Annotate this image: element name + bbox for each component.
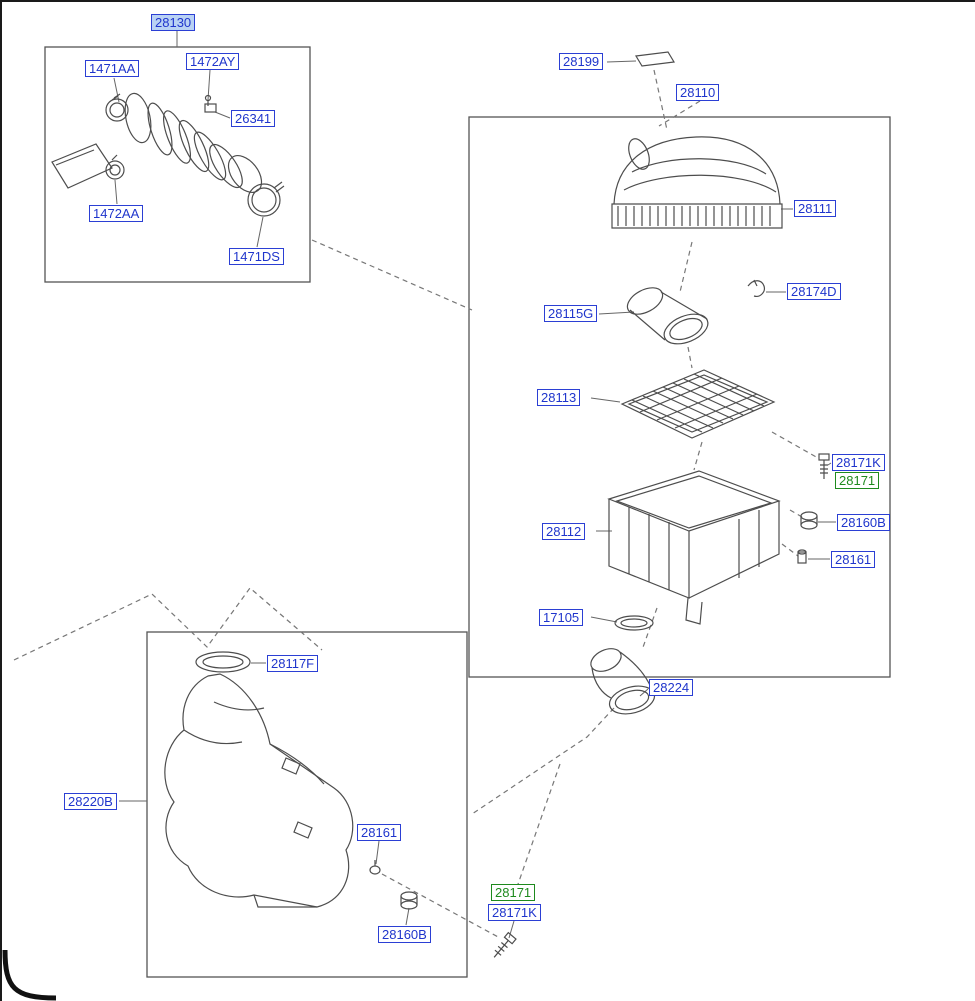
intake-hose-sketch	[51, 92, 285, 217]
resonator-sketch	[164, 651, 517, 958]
part-label-28161-right[interactable]: 28161	[831, 551, 876, 568]
part-label-28160B-right[interactable]: 28160B	[837, 514, 890, 531]
part-label-28171-right[interactable]: 28171	[835, 472, 880, 489]
part-label-28171-bottom[interactable]: 28171	[491, 884, 536, 901]
part-label-26341[interactable]: 26341	[231, 110, 276, 127]
part-label-17105[interactable]: 17105	[539, 609, 584, 626]
part-label-28224[interactable]: 28224	[649, 679, 694, 696]
part-label-28110[interactable]: 28110	[676, 84, 720, 101]
part-label-28130[interactable]: 28130	[151, 14, 196, 31]
part-label-28171K-bottom[interactable]: 28171K	[488, 904, 541, 921]
page-corner-mark	[2, 949, 57, 1001]
part-label-1472AY[interactable]: 1472AY	[186, 53, 240, 70]
part-label-28199[interactable]: 28199	[559, 53, 604, 70]
assembly-dashed-lines	[13, 69, 819, 939]
air-cleaner-sketch	[590, 51, 830, 715]
part-label-1471AA[interactable]: 1471AA	[85, 60, 140, 77]
part-label-28113[interactable]: 28113	[537, 389, 581, 406]
part-label-28161-bottom[interactable]: 28161	[357, 824, 402, 841]
part-label-28174D[interactable]: 28174D	[787, 283, 841, 300]
part-label-1472AA[interactable]: 1472AA	[89, 205, 144, 222]
part-label-1471DS[interactable]: 1471DS	[229, 248, 284, 265]
part-label-28117F[interactable]: 28117F	[267, 655, 319, 672]
leader-lines	[113, 31, 836, 939]
part-label-28171K-right[interactable]: 28171K	[832, 454, 885, 471]
part-label-28112[interactable]: 28112	[542, 523, 586, 540]
part-label-28160B-bottom[interactable]: 28160B	[378, 926, 431, 943]
group-boxes	[44, 46, 891, 978]
part-label-28220B[interactable]: 28220B	[64, 793, 117, 810]
part-label-28111[interactable]: 28111	[794, 200, 837, 217]
part-label-28115G[interactable]: 28115G	[544, 305, 598, 322]
